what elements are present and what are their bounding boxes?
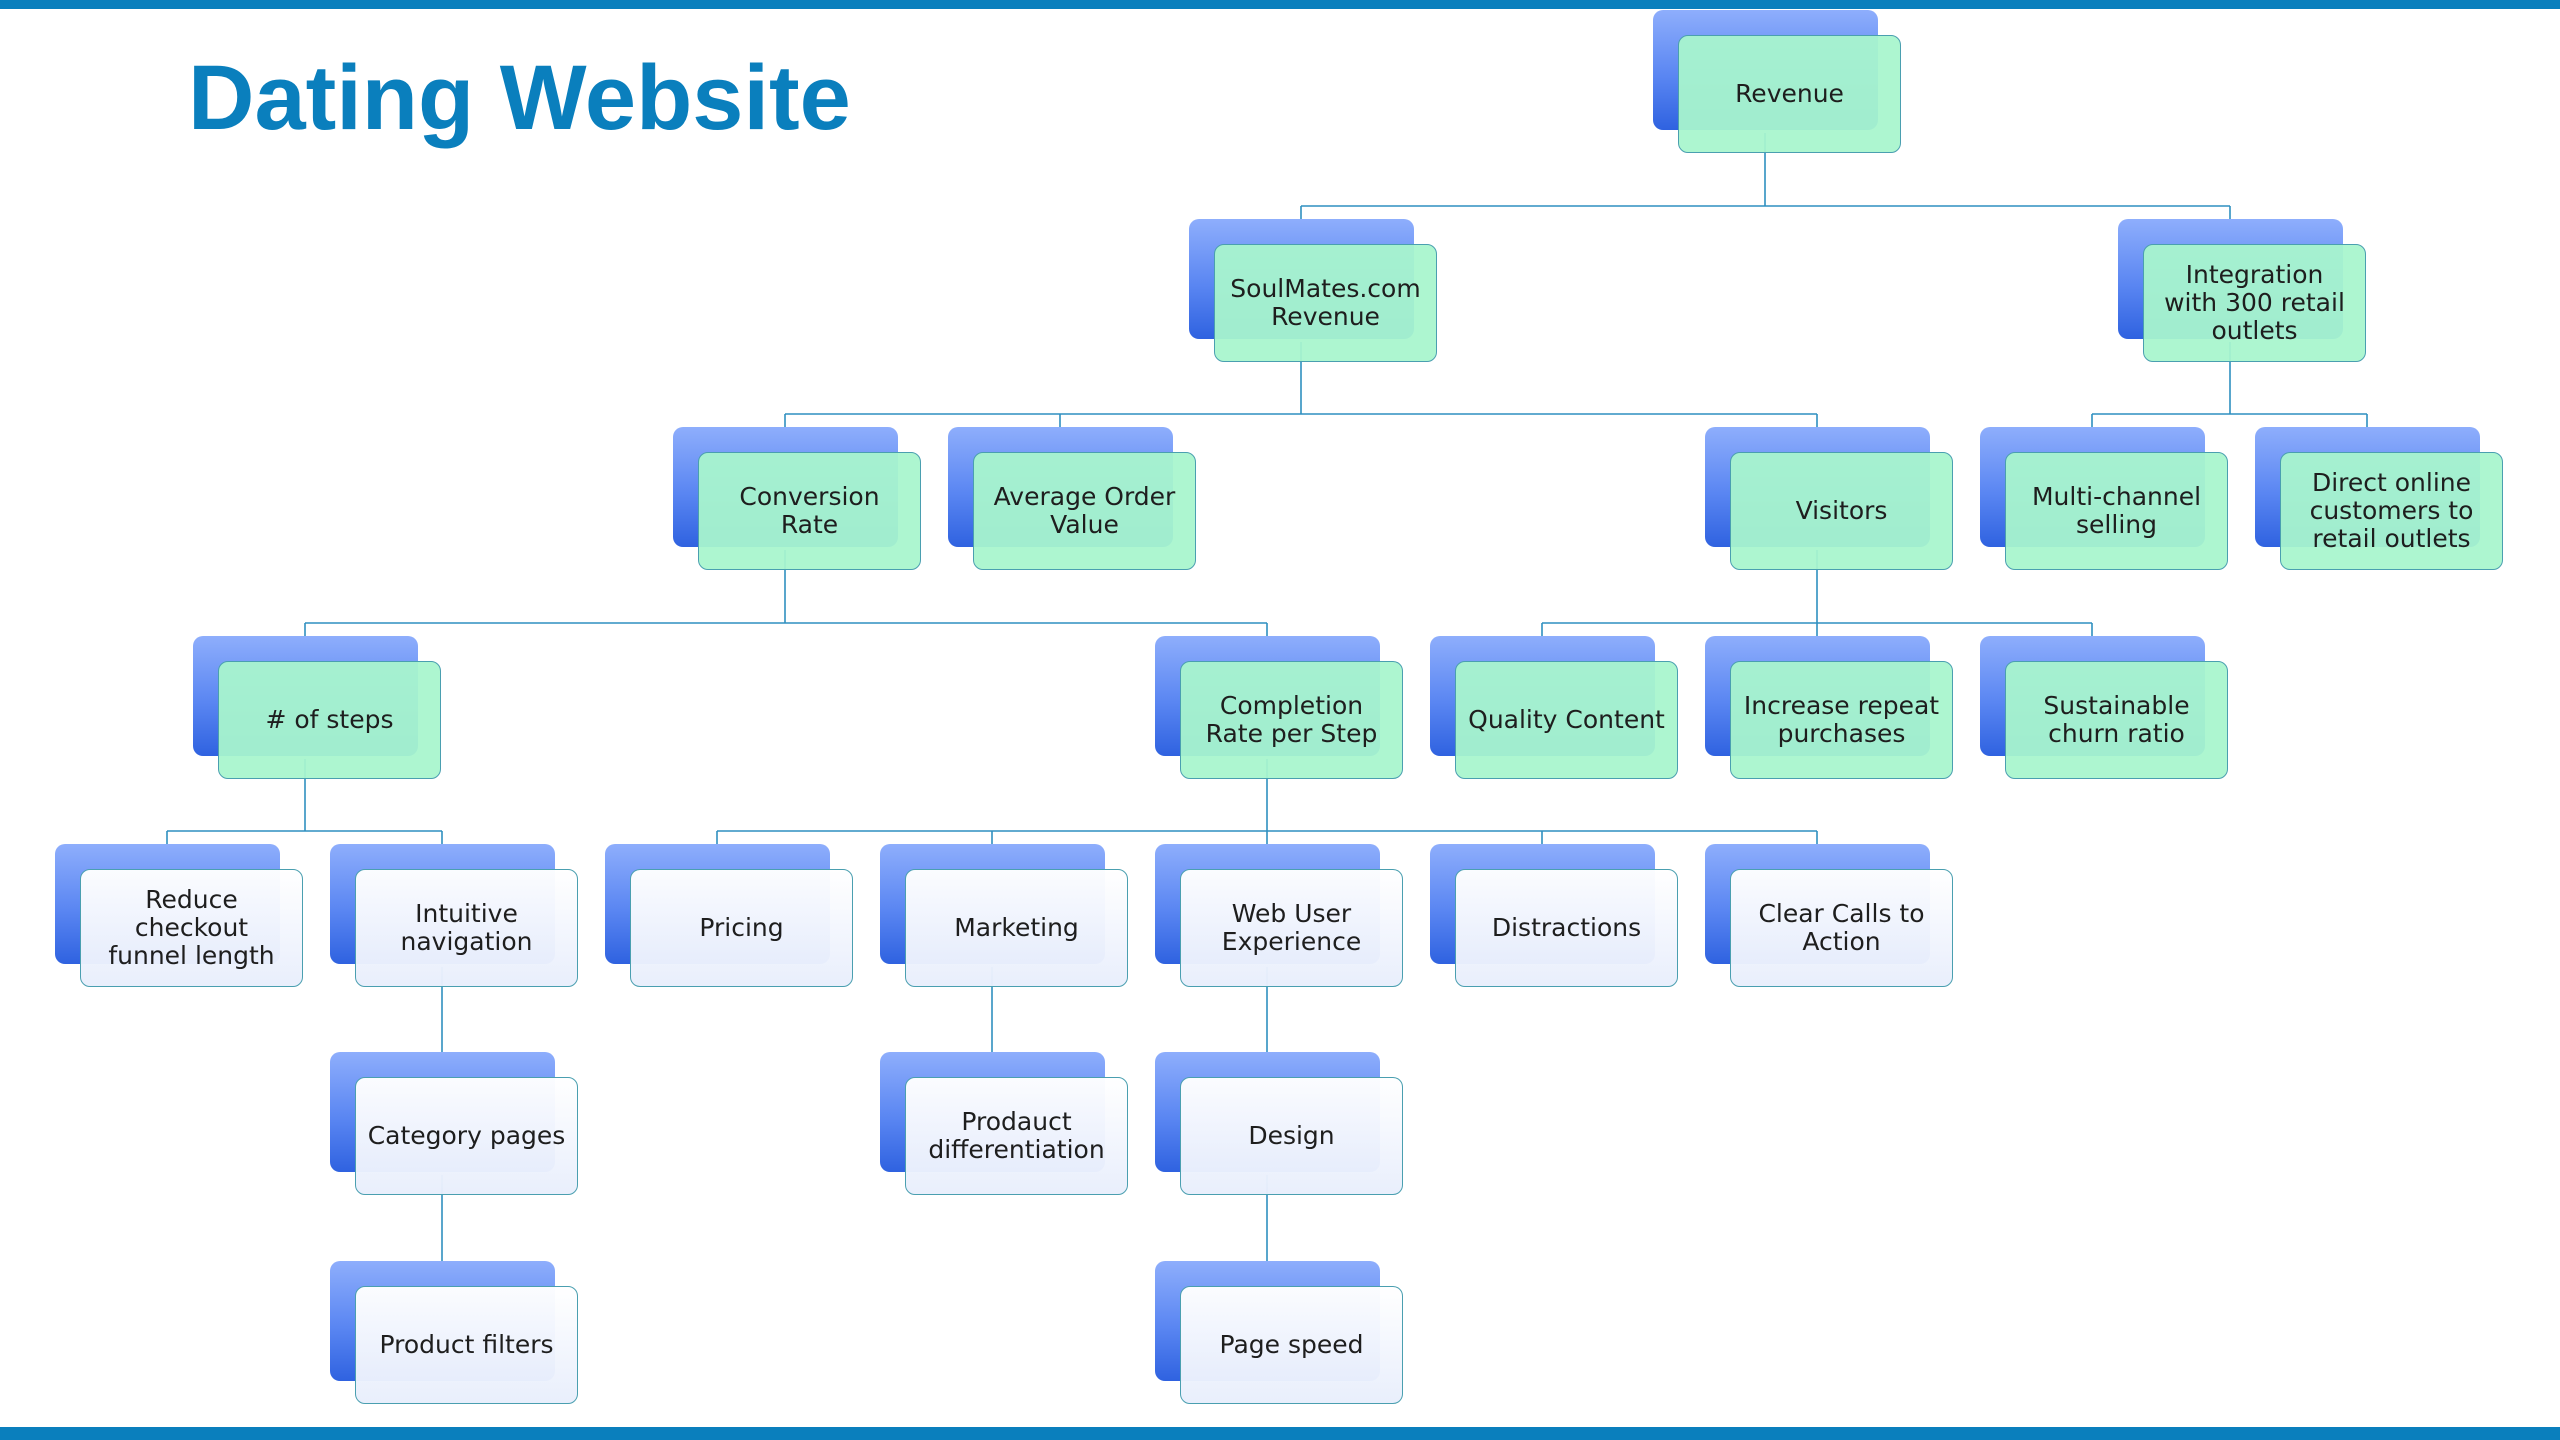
node-marketing[interactable]: Marketing xyxy=(880,844,1130,989)
bottom-accent-bar xyxy=(0,1427,2560,1440)
page-title: Dating Website xyxy=(188,47,851,149)
node-sustainable-churn-ratio[interactable]: Sustainable churn ratio xyxy=(1980,636,2230,781)
node-product-differentiation[interactable]: Prodauct differentiation xyxy=(880,1052,1130,1197)
node-direct-online-customers[interactable]: Direct online customers to retail outlet… xyxy=(2255,427,2505,572)
node-completion-rate-per-step[interactable]: Completion Rate per Step xyxy=(1155,636,1405,781)
node-reduce-checkout-funnel[interactable]: Reduce checkout funnel length xyxy=(55,844,305,989)
node-web-user-experience[interactable]: Web User Experience xyxy=(1155,844,1405,989)
node-average-order-value[interactable]: Average Order Value xyxy=(948,427,1198,572)
node-clear-calls-to-action[interactable]: Clear Calls to Action xyxy=(1705,844,1955,989)
node-category-pages[interactable]: Category pages xyxy=(330,1052,580,1197)
node-multi-channel-selling[interactable]: Multi-channel selling xyxy=(1980,427,2230,572)
node-design[interactable]: Design xyxy=(1155,1052,1405,1197)
node-integration-retail-outlets[interactable]: Integration with 300 retail outlets xyxy=(2118,219,2368,364)
node-intuitive-navigation[interactable]: Intuitive navigation xyxy=(330,844,580,989)
node-product-filters[interactable]: Product filters xyxy=(330,1261,580,1406)
top-accent-bar xyxy=(0,0,2560,9)
node-quality-content[interactable]: Quality Content xyxy=(1430,636,1680,781)
node-pricing[interactable]: Pricing xyxy=(605,844,855,989)
node-number-of-steps[interactable]: # of steps xyxy=(193,636,443,781)
node-increase-repeat-purchases[interactable]: Increase repeat purchases xyxy=(1705,636,1955,781)
node-revenue[interactable]: Revenue xyxy=(1653,10,1903,155)
node-conversion-rate[interactable]: Conversion Rate xyxy=(673,427,923,572)
node-page-speed[interactable]: Page speed xyxy=(1155,1261,1405,1406)
node-visitors[interactable]: Visitors xyxy=(1705,427,1955,572)
node-soulmates-revenue[interactable]: SoulMates.com Revenue xyxy=(1189,219,1439,364)
node-distractions[interactable]: Distractions xyxy=(1430,844,1680,989)
